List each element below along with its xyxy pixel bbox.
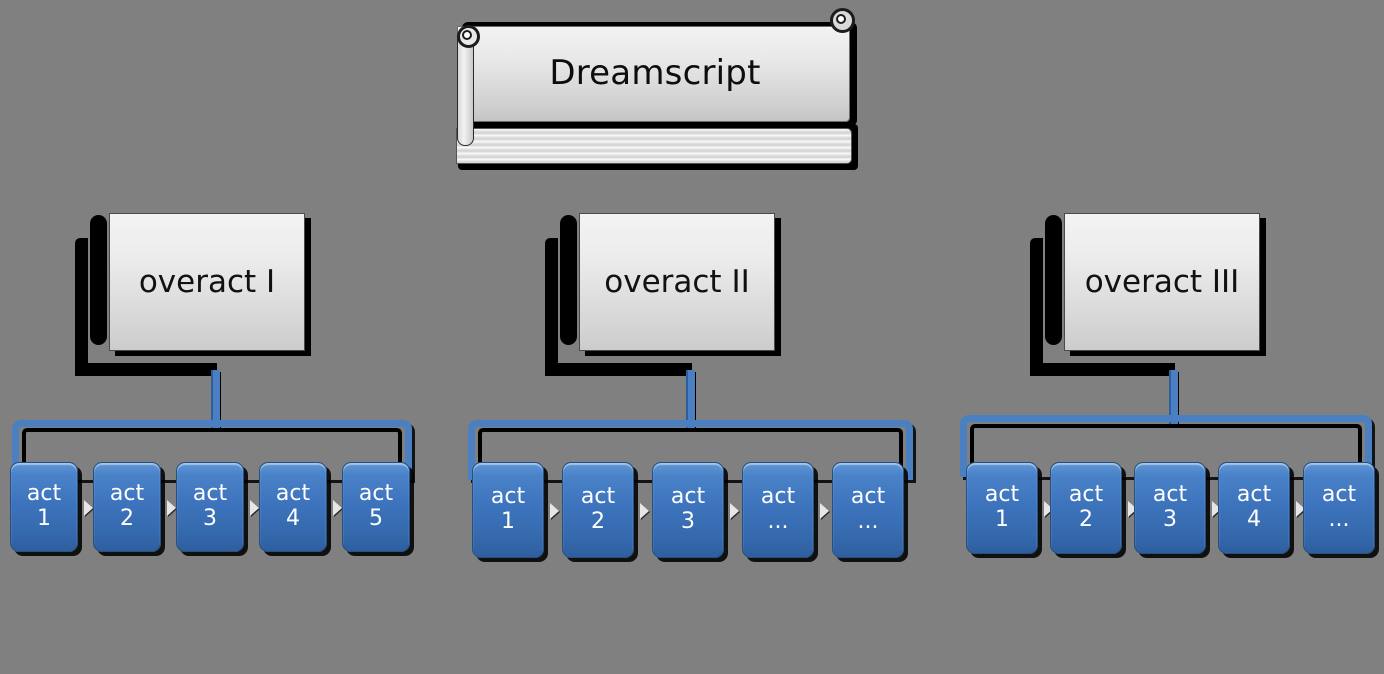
act-box[interactable]: act 1 (10, 462, 78, 552)
act-arrow-icon (84, 500, 93, 516)
act-number: 4 (1247, 507, 1261, 532)
overact-label-1: overact I (138, 264, 276, 300)
act-bracket-inner-1 (22, 428, 402, 480)
overact-connector-vertical-1 (75, 238, 88, 376)
act-word: act (850, 484, 886, 510)
act-number: 3 (203, 506, 217, 531)
act-bracket-inner-3 (970, 424, 1362, 477)
act-number: 2 (591, 509, 605, 534)
act-number: 5 (369, 506, 383, 531)
act-word: act (275, 481, 311, 507)
act-word: act (358, 481, 394, 507)
act-word: act (984, 482, 1020, 508)
overact-connector-horizontal-1 (75, 363, 217, 376)
act-box[interactable]: act ... (1303, 462, 1375, 554)
act-number: ... (1328, 507, 1350, 532)
act-arrow-icon (333, 500, 342, 516)
act-box[interactable]: act ... (742, 462, 814, 558)
overact-connector-vertical-2 (545, 238, 558, 376)
act-bracket-1 (12, 420, 412, 480)
act-number: 2 (120, 506, 134, 531)
act-word: act (760, 484, 796, 510)
act-box[interactable]: act 4 (259, 462, 327, 552)
overact-spine-2 (560, 215, 577, 345)
act-box[interactable]: act 3 (652, 462, 724, 558)
scroll-curl-left-inner-icon (462, 30, 472, 40)
act-word: act (670, 484, 706, 510)
overact-document-1[interactable]: overact I (75, 212, 311, 362)
overact-connector-horizontal-2 (545, 363, 692, 376)
scroll-roll (456, 128, 852, 164)
act-arrow-icon (550, 503, 559, 519)
overact-box-1: overact I (109, 213, 305, 351)
scroll-body (457, 26, 850, 122)
act-box[interactable]: act 5 (342, 462, 410, 552)
bracket-stem-3 (1169, 370, 1178, 428)
overact-connector-horizontal-3 (1030, 363, 1175, 376)
scroll-title: Dreamscript (549, 53, 761, 93)
act-number: ... (857, 509, 879, 534)
act-number: 3 (1163, 507, 1177, 532)
act-arrow-icon (1296, 501, 1305, 517)
act-box[interactable]: act 2 (1050, 462, 1122, 554)
overact-document-2[interactable]: overact II (545, 212, 781, 362)
overact-spine-1 (90, 215, 107, 345)
act-bracket-inner-2 (478, 428, 903, 480)
overact-box-2: overact II (579, 213, 775, 351)
act-number: 4 (286, 506, 300, 531)
act-box[interactable]: act 2 (562, 462, 634, 558)
act-box[interactable]: act 3 (176, 462, 244, 552)
act-arrow-icon (250, 500, 259, 516)
act-arrow-icon (1044, 501, 1053, 517)
scroll-curl-right-inner-icon (836, 14, 846, 24)
act-arrow-icon (1128, 501, 1137, 517)
act-word: act (1152, 482, 1188, 508)
act-box[interactable]: act 2 (93, 462, 161, 552)
act-number: 3 (681, 509, 695, 534)
act-number: 1 (37, 506, 51, 531)
bracket-stem-2 (686, 370, 695, 428)
act-box[interactable]: act 1 (472, 462, 544, 558)
act-arrow-icon (167, 500, 176, 516)
act-bracket-3 (960, 415, 1372, 477)
act-word: act (490, 484, 526, 510)
overact-label-2: overact II (604, 264, 750, 300)
act-arrow-icon (1212, 501, 1221, 517)
act-box[interactable]: act ... (832, 462, 904, 558)
act-box[interactable]: act 3 (1134, 462, 1206, 554)
overact-box-3: overact III (1064, 213, 1260, 351)
act-word: act (1236, 482, 1272, 508)
overact-connector-vertical-3 (1030, 238, 1043, 376)
act-arrow-icon (640, 503, 649, 519)
overact-label-3: overact III (1084, 264, 1240, 300)
act-number: 1 (501, 509, 515, 534)
bracket-stem-1 (211, 370, 220, 428)
act-word: act (109, 481, 145, 507)
act-number: 2 (1079, 507, 1093, 532)
act-word: act (1321, 482, 1357, 508)
overact-document-3[interactable]: overact III (1030, 212, 1270, 362)
act-word: act (192, 481, 228, 507)
act-box[interactable]: act 4 (1218, 462, 1290, 554)
dreamscript-scroll[interactable]: Dreamscript (450, 8, 860, 170)
act-number: 1 (995, 507, 1009, 532)
act-box[interactable]: act 1 (966, 462, 1038, 554)
act-word: act (580, 484, 616, 510)
act-number: ... (767, 509, 789, 534)
act-arrow-icon (730, 503, 739, 519)
act-word: act (1068, 482, 1104, 508)
act-word: act (26, 481, 62, 507)
overact-spine-3 (1045, 215, 1062, 345)
act-arrow-icon (820, 503, 829, 519)
act-bracket-2 (468, 420, 913, 480)
